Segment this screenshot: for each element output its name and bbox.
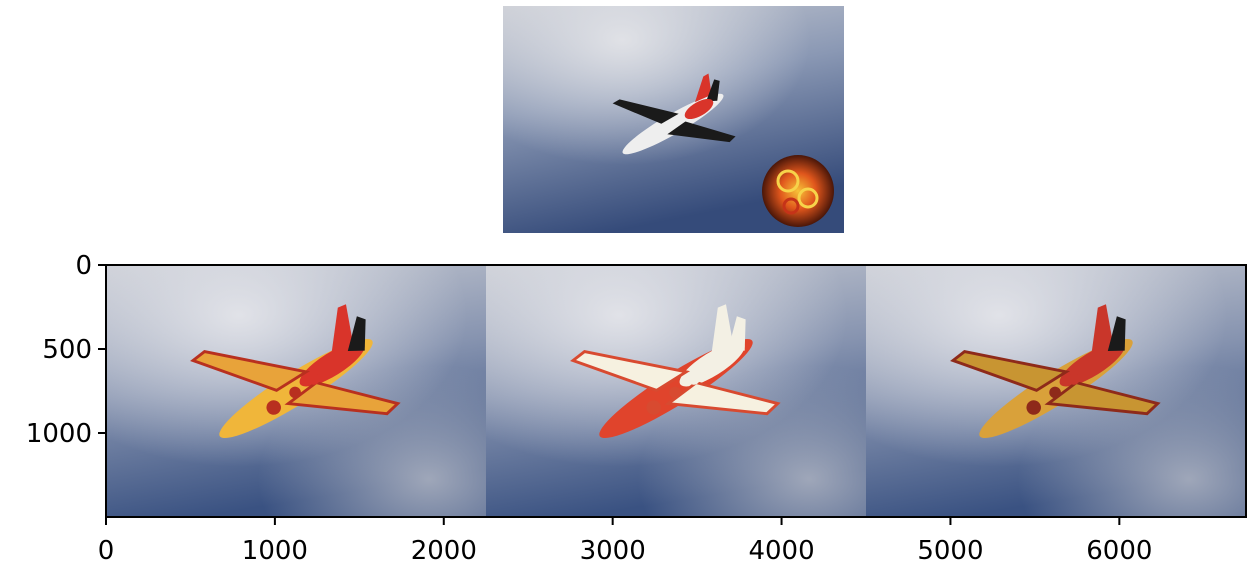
y-tick-label: 1000	[26, 419, 92, 449]
y-tick-label: 500	[42, 335, 92, 365]
axes-frame	[105, 264, 1247, 518]
stylized-airplane-icon	[950, 304, 1161, 439]
x-tick-label: 6000	[1086, 536, 1152, 566]
stylized-airplane-icon	[570, 304, 781, 439]
stylized-panel-1	[106, 265, 486, 517]
x-tick-label: 0	[98, 536, 115, 566]
airplane-icon	[612, 73, 736, 155]
x-axis-ticks: 0 1000 2000 3000 4000 5000 6000	[98, 517, 1152, 566]
x-tick-label: 3000	[580, 536, 646, 566]
x-tick-label: 4000	[748, 536, 814, 566]
x-tick-label: 1000	[242, 536, 308, 566]
x-tick-label: 2000	[411, 536, 477, 566]
content-style-image	[503, 6, 844, 233]
stylized-airplane-icon	[190, 304, 401, 439]
x-tick-label: 5000	[917, 536, 983, 566]
stylized-panel-2	[486, 265, 866, 517]
y-tick-label: 0	[75, 251, 92, 281]
image-panels	[106, 265, 1246, 517]
stylized-panel-3	[866, 265, 1246, 517]
y-axis-ticks: 0 500 1000	[26, 251, 106, 449]
